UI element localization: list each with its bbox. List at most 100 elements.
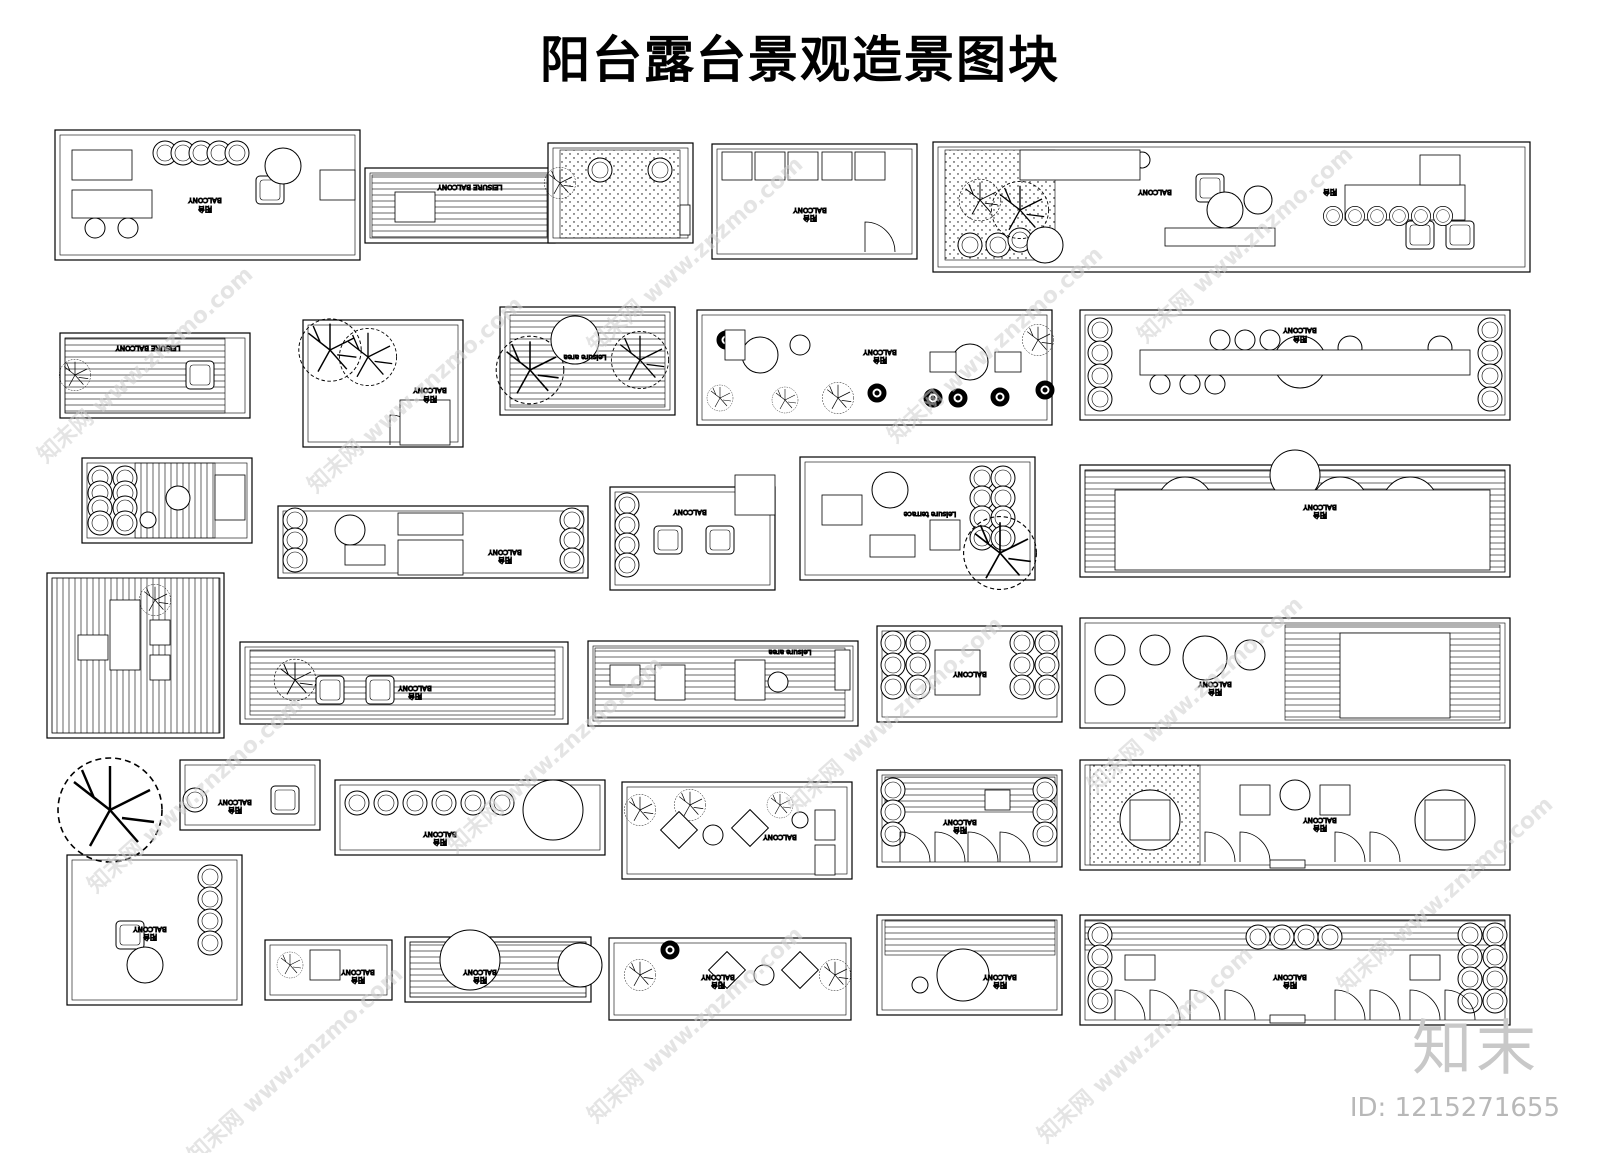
lounge-chair (185, 360, 215, 390)
balcony-label: 阳台 (351, 976, 365, 985)
balcony-label: BALCONY (943, 818, 977, 826)
shrub-symbol (660, 940, 680, 960)
planter-pot (373, 790, 399, 816)
round-table (1204, 373, 1226, 395)
planter-pot (647, 157, 673, 183)
furniture (1114, 489, 1491, 571)
round-table (1209, 329, 1231, 351)
planter-pot (1482, 944, 1508, 970)
furniture (394, 191, 436, 223)
shrub-symbol (867, 383, 887, 403)
planter-pot (1087, 317, 1113, 343)
planter-pot (87, 510, 113, 536)
furniture (1019, 149, 1141, 181)
balcony-label: LEISURE BALCONY (115, 344, 181, 352)
furniture (149, 619, 171, 646)
planter-pot (1009, 630, 1035, 656)
round-table (789, 334, 811, 356)
balcony-label: BALCONY (413, 386, 447, 394)
balcony-label: BALCONY (341, 968, 375, 976)
balcony-label: Leisure area (564, 353, 607, 361)
balcony-label: BALCONY (953, 670, 987, 678)
round-table (702, 824, 724, 846)
planter-pot (1345, 205, 1365, 227)
round-table (84, 217, 106, 239)
furniture (929, 351, 957, 373)
balcony-label: BALCONY (673, 508, 707, 516)
furniture (929, 519, 961, 551)
planter-pot (957, 232, 983, 258)
furniture (734, 659, 766, 701)
shrub-symbol (990, 387, 1010, 407)
furniture (1269, 859, 1306, 869)
planter-pot (1087, 988, 1113, 1014)
furniture (1129, 799, 1171, 841)
balcony-plan: BALCONY (609, 474, 776, 591)
furniture (679, 204, 691, 236)
balcony-plan (46, 572, 225, 739)
furniture (71, 149, 133, 181)
planter-pot (1477, 386, 1503, 412)
furniture (149, 654, 171, 681)
balcony-label: BALCONY (863, 348, 897, 356)
planter-pot (1087, 386, 1113, 412)
round-table (791, 811, 809, 829)
balcony-label: 阳台 (423, 395, 437, 404)
planter-pot (1032, 799, 1058, 825)
round-table (126, 946, 164, 984)
lounge-chair (365, 675, 395, 705)
furniture (397, 539, 464, 576)
round-table (334, 514, 366, 546)
furniture (344, 544, 386, 566)
round-table (1243, 185, 1273, 215)
balcony-label: BALCONY (423, 830, 457, 838)
furniture (1319, 784, 1351, 816)
balcony-label: 阳台 (711, 981, 725, 990)
balcony-label: BALCONY (1303, 816, 1337, 824)
planter-pot (1087, 363, 1113, 389)
balcony-label: BALCONY (983, 973, 1017, 981)
round-table (1279, 779, 1311, 811)
furniture (854, 151, 886, 181)
planter-pot (224, 140, 250, 166)
square-table (659, 810, 699, 850)
planter-pot (112, 510, 138, 536)
furniture (1124, 954, 1156, 981)
balcony-label: 阳台 (803, 214, 817, 223)
round-table (871, 471, 909, 509)
round-table (139, 511, 157, 529)
planter-pot (880, 777, 906, 803)
round-table (1234, 639, 1266, 671)
planter-pot (344, 790, 370, 816)
planter-pot (1293, 924, 1319, 950)
planter-pot (985, 232, 1011, 258)
planter-pot (614, 552, 640, 578)
planter-pot (905, 630, 931, 656)
balcony-plan: LEISURE BALCONY (59, 332, 251, 419)
planter-pot (1087, 922, 1113, 948)
planter-pot (1009, 674, 1035, 700)
furniture (109, 599, 141, 671)
balcony-label: BALCONY (188, 196, 222, 204)
furniture (724, 329, 746, 361)
planter-pot (1477, 363, 1503, 389)
square-table (707, 950, 747, 990)
planter-pot (1032, 777, 1058, 803)
round-table (1206, 191, 1244, 229)
round-table (767, 671, 789, 693)
furniture (309, 949, 341, 981)
balcony-label: BALCONY (1138, 188, 1172, 196)
furniture (399, 399, 451, 446)
balcony-label: 阳台 (228, 806, 242, 815)
balcony-label: BALCONY (763, 833, 797, 841)
planter-pot (1323, 205, 1343, 227)
balcony-label: Leisure terrace (904, 510, 957, 518)
